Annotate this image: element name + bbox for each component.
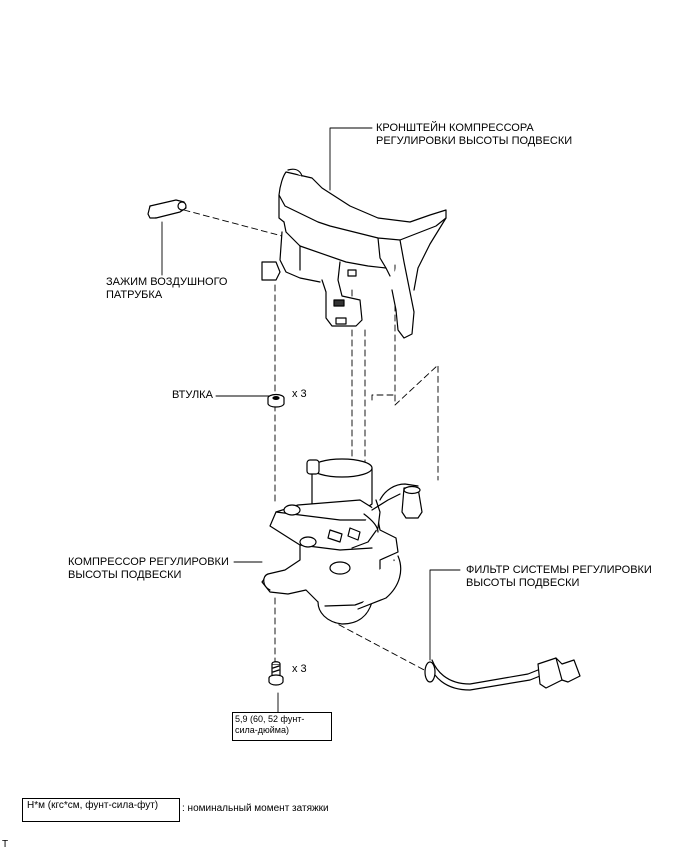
guide-lines	[183, 209, 439, 673]
bracket-label-line2: РЕГУЛИРОВКИ ВЫСОТЫ ПОДВЕСКИ	[376, 135, 573, 147]
bolt-quantity: x 3	[292, 663, 307, 675]
bushing-label: ВТУЛКА	[172, 389, 213, 401]
filter-label-line1: ФИЛЬТР СИСТЕМЫ РЕГУЛИРОВКИ	[466, 564, 652, 576]
torque-spec-line2: сила-дюйма)	[235, 725, 289, 735]
compressor-assembly	[261, 458, 419, 625]
legend-description: : номинальный момент затяжки	[182, 803, 329, 814]
leader-lines	[161, 127, 461, 713]
air-duct-clip	[147, 199, 187, 219]
bracket-leader	[329, 127, 373, 191]
filter-label-line2: ВЫСОТЫ ПОДВЕСКИ	[466, 577, 580, 589]
clip-label-line2: ПАТРУБКА	[106, 289, 163, 301]
bushing-part	[267, 393, 285, 408]
torque-spec-box: 5,9 (60, 52 фунт- сила-дюйма)	[232, 712, 332, 741]
compressor-label-line1: КОМПРЕССОР РЕГУЛИРОВКИ	[68, 556, 229, 568]
bracket-label-line1: КРОНШТЕЙН КОМПРЕССОРА	[376, 122, 534, 134]
compressor-label: КОМПРЕССОР РЕГУЛИРОВКИ ВЫСОТЫ ПОДВЕСКИ	[68, 556, 229, 582]
compressor-label-line2: ВЫСОТЫ ПОДВЕСКИ	[68, 569, 182, 581]
bushing-quantity: x 3	[292, 388, 307, 400]
compressor-bracket	[261, 168, 447, 339]
bolt-part	[268, 661, 284, 686]
filter-assembly	[401, 485, 581, 691]
legend-unit-box: Н*м (кгс*см, фунт-сила-фут)	[22, 798, 180, 822]
clip-label-line1: ЗАЖИМ ВОЗДУШНОГО	[106, 276, 228, 288]
clip-label: ЗАЖИМ ВОЗДУШНОГО ПАТРУБКА	[106, 276, 227, 302]
corner-mark: T	[2, 839, 9, 850]
bracket-label: КРОНШТЕЙН КОМПРЕССОРА РЕГУЛИРОВКИ ВЫСОТЫ…	[376, 122, 572, 148]
filter-leader	[429, 569, 461, 661]
filter-label: ФИЛЬТР СИСТЕМЫ РЕГУЛИРОВКИ ВЫСОТЫ ПОДВЕС…	[466, 564, 652, 590]
torque-spec-line1: 5,9 (60, 52 фунт-	[235, 714, 305, 724]
